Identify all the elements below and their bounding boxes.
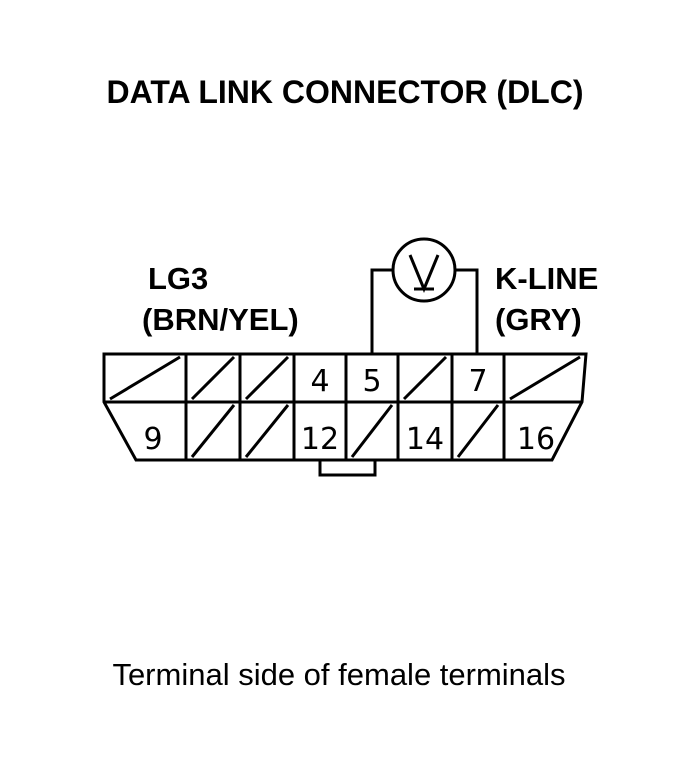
diagram-title: DATA LINK CONNECTOR (DLC) [107,74,584,110]
unused-terminal-slash-top-1 [109,355,181,401]
unused-terminal-slash-top-6 [402,355,448,401]
pin-cells [109,354,581,460]
unused-terminal-slash-top-3 [244,355,290,401]
k-line-label: K-LINE [495,261,598,296]
pin-number-14: 14 [406,422,444,457]
pin-number-5: 5 [362,364,381,399]
connector-key-tab [318,458,377,477]
pin-number-12: 12 [301,422,339,457]
k-line-color-label: (GRY) [495,302,582,337]
pin-number-7: 7 [468,364,487,399]
pin-number-4: 4 [310,364,329,399]
probe-lead-pin-7 [455,268,479,354]
voltmeter-symbol [391,237,457,303]
probe-lead-pin-5 [370,268,393,354]
lg3-label: LG3 [148,261,208,296]
unused-terminal-slash-bottom-7 [456,404,500,458]
pin-number-9: 9 [143,422,162,457]
unused-terminal-slash-top-2 [190,355,236,401]
lg3-color-label: (BRN/YEL) [142,302,299,337]
unused-terminal-slash-bottom-3 [244,404,290,458]
diagram-caption: Terminal side of female terminals [112,657,565,692]
unused-terminal-slash-bottom-5 [350,404,394,458]
unused-terminal-slash-top-8 [509,355,581,401]
unused-terminal-slash-bottom-2 [190,404,236,458]
pin-number-16: 16 [517,422,555,457]
